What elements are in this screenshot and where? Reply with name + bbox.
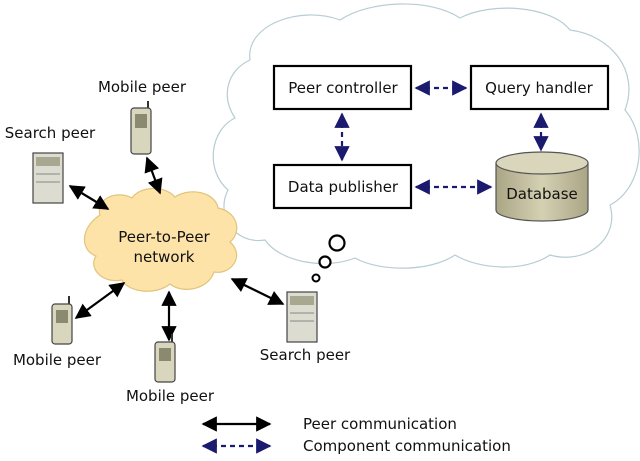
peer-controller-box: Peer controller [272,64,413,111]
legend-peer-label: Peer communication [303,415,457,433]
legend-component-label: Component communication [303,437,511,455]
mobile-peer-bottom-left-label: Mobile peer [13,351,102,369]
component-cloud [212,3,640,269]
legend: Peer communication Component communicati… [201,415,511,455]
query-handler-box: Query handler [469,64,610,111]
network-label-line2: network [134,248,195,266]
peer-arrows [68,156,285,342]
query-handler-label: Query handler [485,79,593,97]
network-label-line1: Peer-to-Peer [118,228,210,246]
database-cylinder: Database [495,151,589,222]
search-peer-right: Search peer [260,291,351,364]
arrow-search-left [68,185,110,210]
data-publisher-box: Data publisher [272,163,413,210]
mobile-peer-top-label: Mobile peer [98,78,187,96]
arrow-search-right [230,278,285,305]
peer-controller-label: Peer controller [288,79,398,97]
search-peer-left: Search peer [5,124,96,204]
component-arrows [334,80,549,195]
search-peer-left-label: Search peer [5,124,96,142]
database-label: Database [506,185,578,203]
data-publisher-label: Data publisher [288,178,399,196]
mobile-peer-bottom-label: Mobile peer [126,387,215,405]
mobile-peer-top: Mobile peer [98,78,187,155]
arrow-mobile-top [144,156,163,195]
mobile-peer-bottom: Mobile peer [126,334,215,405]
p2p-network-cloud: Peer-to-Peer network [83,187,238,292]
search-peer-right-label: Search peer [260,346,351,364]
thought-bubbles [311,234,346,283]
arrow-mobile-bottom-left [74,282,126,319]
mobile-peer-bottom-left: Mobile peer [13,296,102,369]
